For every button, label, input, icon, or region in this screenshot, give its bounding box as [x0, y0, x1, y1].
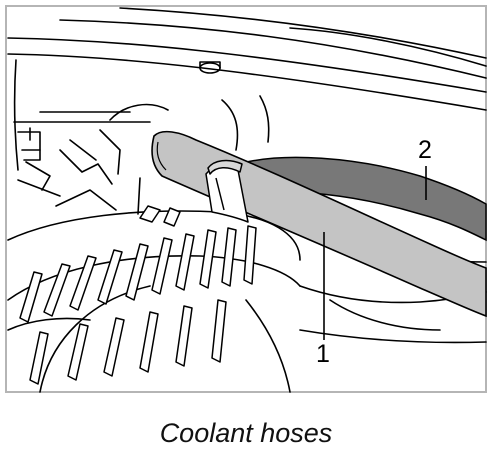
hose-2	[231, 156, 487, 242]
callout-label-1: 1	[316, 340, 330, 368]
figure-caption: Coolant hoses	[159, 418, 333, 448]
hose-clip	[205, 159, 249, 223]
callout-label-2: 2	[418, 136, 432, 164]
grille-slats	[19, 205, 257, 385]
